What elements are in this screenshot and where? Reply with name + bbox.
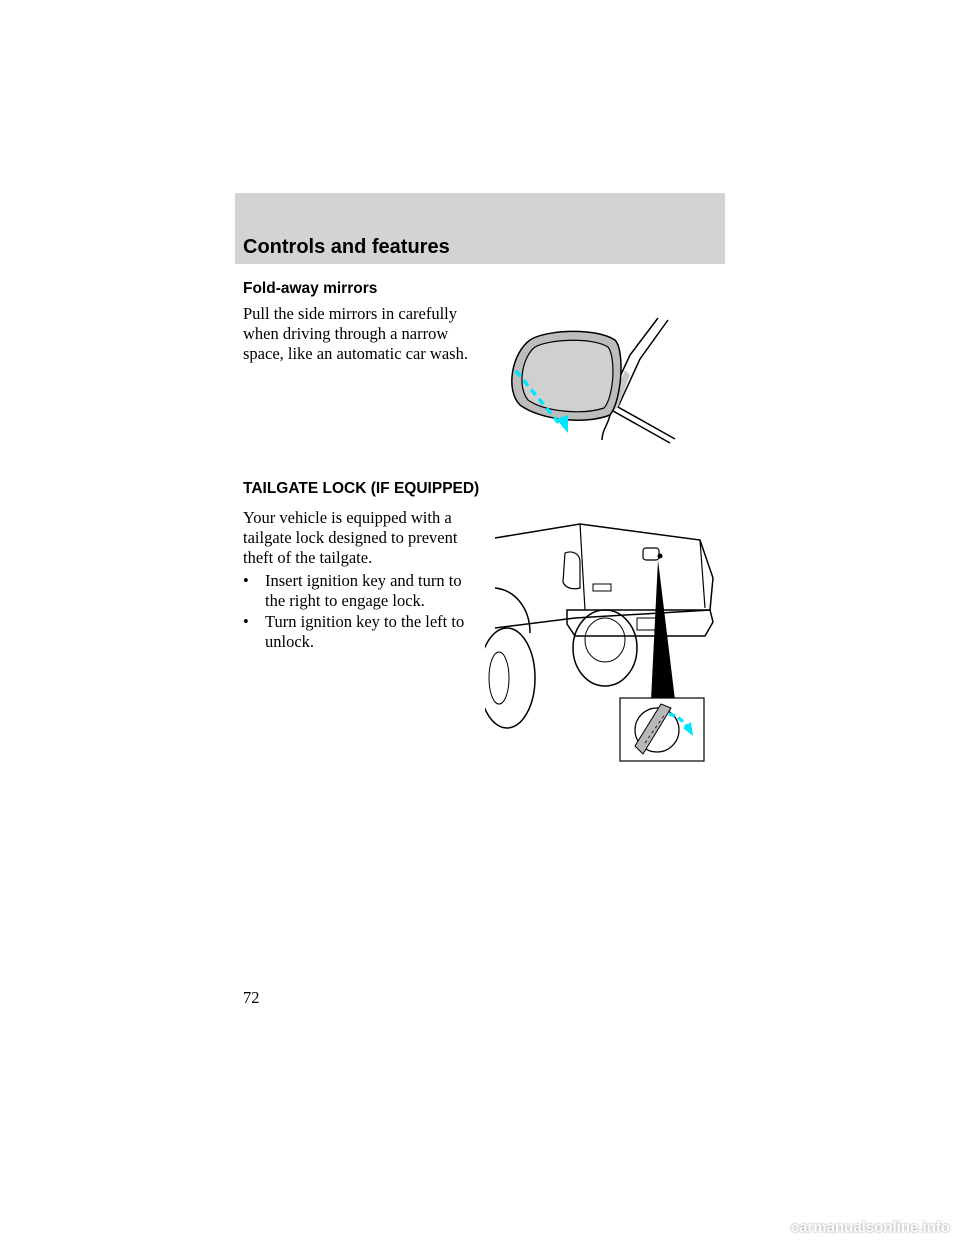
list-item: • Insert ignition key and turn to the ri… <box>243 571 483 611</box>
tailgate-illustration <box>485 523 714 762</box>
page-title: Controls and features <box>243 236 450 258</box>
bullet-marker: • <box>243 571 249 590</box>
tailgate-lock-text: Your vehicle is equipped with a tailgate… <box>243 508 458 567</box>
fold-arrow <box>514 369 564 429</box>
fold-away-mirrors-text: Pull the side mirrors in carefully when … <box>243 304 468 363</box>
bullet-text: Insert ignition key and turn to the righ… <box>265 571 462 610</box>
bullet-marker: • <box>243 612 249 631</box>
mirror-illustration <box>511 317 676 444</box>
header-band <box>235 193 725 264</box>
bullet-text: Turn ignition key to the left to unlock. <box>265 612 465 651</box>
watermark: carmanualsonline.info <box>790 1219 950 1236</box>
list-item: • Turn ignition key to the left to unloc… <box>243 612 483 652</box>
page-number: 72 <box>243 988 260 1007</box>
section-heading-fold-away-mirrors: Fold-away mirrors <box>243 280 378 297</box>
turn-arrow-head <box>683 722 693 736</box>
fold-arrow-head <box>556 415 568 433</box>
section-heading-tailgate-lock: TAILGATE LOCK (IF EQUIPPED) <box>243 480 480 497</box>
